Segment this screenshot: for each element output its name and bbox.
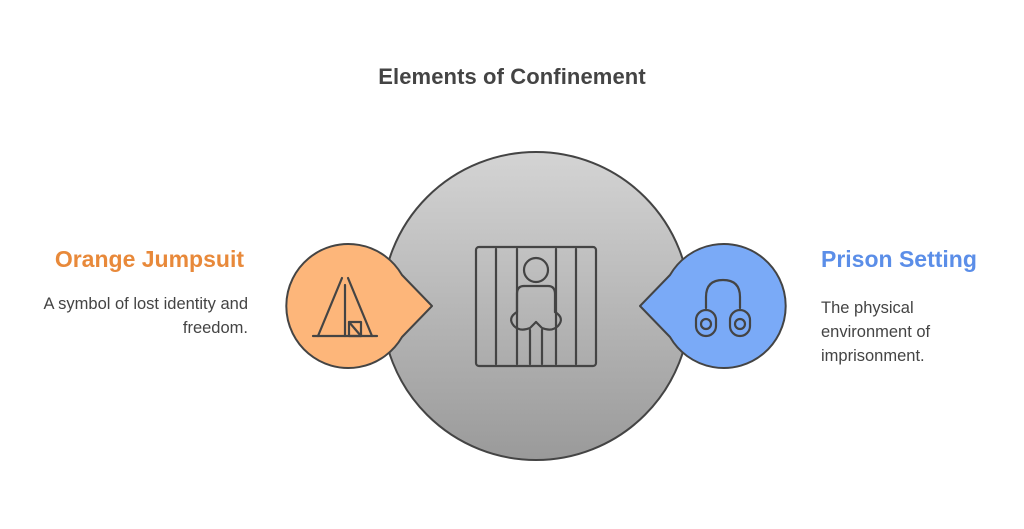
left-heading: Orange Jumpsuit: [54, 246, 244, 272]
left-description: A symbol of lost identity and freedom.: [43, 295, 248, 337]
prisoner-behind-bars-icon: [474, 245, 598, 368]
tent-icon: [311, 276, 379, 338]
right-heading: Prison Setting: [821, 246, 977, 272]
diagram-title: Elements of Confinement: [378, 64, 646, 89]
right-drop-shape: [639, 243, 787, 369]
handcuffs-icon: [694, 278, 752, 338]
right-description: The physical environment of imprisonment…: [821, 299, 931, 365]
